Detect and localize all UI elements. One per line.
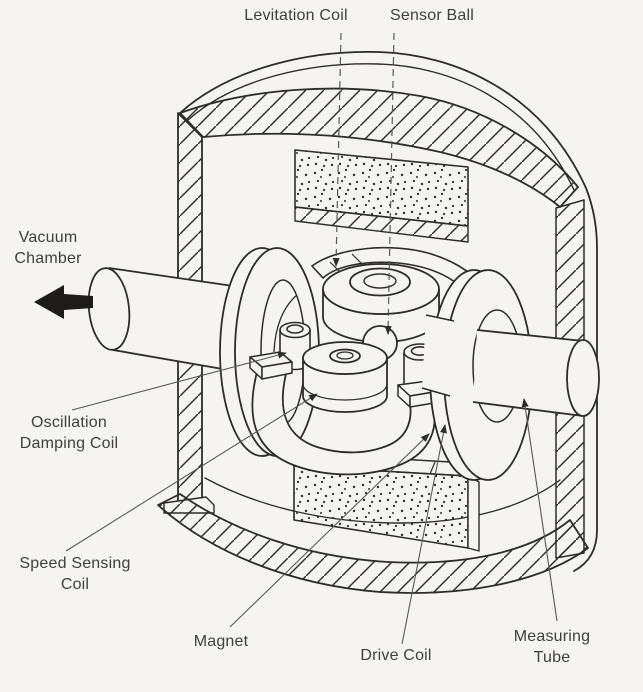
label-measuring-tube-line1: Measuring: [513, 628, 591, 645]
label-drive-coil: Drive Coil: [360, 647, 432, 664]
levitation-coil-part: [322, 263, 440, 343]
top-pole-strip: [294, 206, 469, 243]
measuring-tube-right: [472, 329, 600, 417]
measuring-tube-left: [87, 267, 241, 373]
bottom-coil-side: [467, 475, 480, 552]
tube-left-endcap: [87, 267, 131, 351]
leader-levitation-coil: [332, 32, 342, 267]
dome-cut-face: [179, 87, 579, 208]
measuring-tube-middle: [421, 314, 455, 397]
label-speed-sensing-coil: Speed Sensing Coil: [0, 553, 150, 595]
label-vacuum-chamber-line2: Chamber: [14, 250, 82, 267]
leader-measuring-tube: [521, 398, 558, 622]
label-levitation-coil: Levitation Coil: [244, 7, 348, 24]
label-oscillation-line1: Oscillation: [30, 414, 107, 431]
housing: [157, 50, 598, 594]
dome-inner-rim: [187, 63, 575, 191]
label-speed-sensing-line1: Speed Sensing: [19, 555, 131, 572]
leader-drive-coil: [401, 424, 447, 645]
label-sensor-ball: Sensor Ball: [389, 7, 475, 24]
label-magnet: Magnet: [193, 633, 249, 650]
leader-oscillation-damping: [71, 351, 287, 411]
tube-right-endcap: [566, 339, 600, 417]
label-vacuum-chamber-line1: Vacuum: [18, 229, 78, 246]
bottom-cut-face: [157, 493, 589, 594]
label-measuring-tube: Measuring Tube: [496, 626, 608, 668]
leader-lines: [65, 32, 558, 645]
label-measuring-tube-line2: Tube: [533, 649, 571, 666]
label-speed-sensing-line2: Coil: [60, 576, 90, 593]
label-vacuum-chamber: Vacuum Chamber: [2, 227, 94, 269]
magnet-part: [302, 341, 388, 413]
label-oscillation-damping-coil: Oscillation Damping Coil: [0, 412, 138, 454]
leader-speed-sensing: [65, 393, 318, 552]
label-oscillation-line2: Damping Coil: [19, 435, 119, 452]
bottom-coil-stipple: [293, 465, 469, 549]
leader-sensor-ball: [384, 32, 395, 335]
dome-outer-rim: [179, 50, 587, 189]
leader-magnet: [229, 433, 430, 628]
vacuum-direction-arrow: [34, 285, 93, 319]
